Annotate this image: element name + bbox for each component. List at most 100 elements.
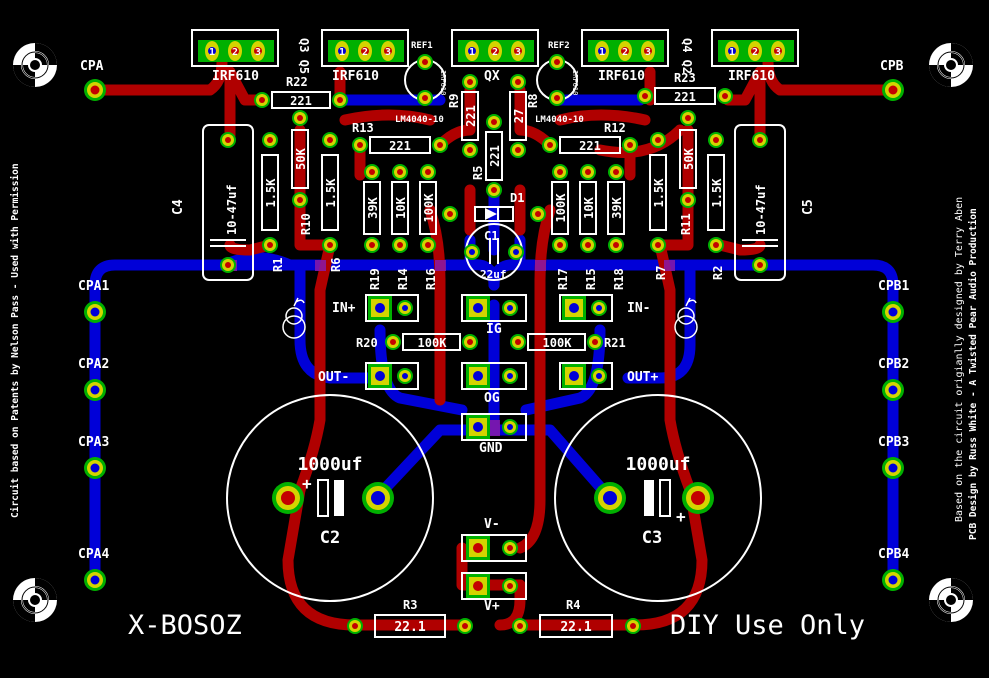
- pin-label: 2: [492, 47, 498, 58]
- lm4040-label: LM4040-10: [535, 115, 584, 125]
- r19-value: 39K: [366, 196, 380, 218]
- r8-label: R8: [526, 94, 540, 108]
- pin-label: 2: [232, 47, 238, 58]
- c3-value: 1000uf: [625, 454, 690, 475]
- r1-value: 1.5K: [264, 178, 278, 208]
- r11-value: 50K: [682, 147, 696, 169]
- horizontal-resistors: 221 R22 221 R23 221 R13 221 R12 100K R20…: [254, 71, 733, 638]
- r6-value: 1.5K: [324, 178, 338, 208]
- vertical-resistors: 1.5K R1 50K R10 1.5K R6 39K R19 10K R14 …: [261, 74, 725, 290]
- qx-label: QX: [484, 69, 500, 84]
- mounting-hole-bottom-left: [12, 577, 58, 623]
- r16-label: R16: [424, 268, 438, 290]
- power-connectors: CPA CPB CPA1 CPA2 CPA3 CPA4 CPB1 CPB2 CP…: [78, 59, 909, 591]
- c2-label: C2: [320, 528, 340, 548]
- pin-label: 1: [599, 47, 605, 58]
- r10-label: R10: [299, 213, 313, 235]
- pin-label: 3: [255, 47, 261, 58]
- v-minus-label: V-: [484, 517, 500, 532]
- out-minus-label: OUT-: [318, 370, 349, 385]
- c5-value: 10-47uf: [754, 184, 768, 235]
- c1-value: 22uf: [480, 268, 507, 281]
- ref-part-label: IRF610: [439, 70, 447, 95]
- cpa1-label: CPA1: [78, 279, 109, 294]
- c4-value: 10-47uf: [225, 184, 239, 235]
- c1-label: C1: [484, 229, 498, 243]
- pin-label: 2: [362, 47, 368, 58]
- r22-value: 221: [290, 94, 312, 108]
- r4-label: R4: [566, 598, 580, 612]
- transistor-part-label: IRF610: [728, 69, 775, 84]
- r9-value: 221: [464, 105, 478, 127]
- cpa2-label: CPA2: [78, 357, 109, 372]
- pin-label: 3: [645, 47, 651, 58]
- q3-q5-label: Q3 Q5: [297, 38, 311, 74]
- r6-label: R6: [329, 258, 343, 272]
- cpa4-label: CPA4: [78, 547, 109, 562]
- cpb4-label: CPB4: [878, 547, 909, 562]
- pin-label: 1: [729, 47, 735, 58]
- credit-right-1: Based on the circuit origianlly designed…: [954, 197, 965, 522]
- credit-left: Circuit based on Patents by Nelson Pass …: [10, 163, 21, 518]
- input-capacitors: 10-47uf 10-47uf C4 C5: [171, 124, 816, 281]
- transistor-part-label: IRF610: [332, 69, 379, 84]
- cpb3-label: CPB3: [878, 435, 909, 450]
- c3-plus: +: [676, 507, 686, 526]
- r21-value: 100K: [543, 336, 573, 350]
- r17-value: 100K: [554, 193, 568, 223]
- r4-value: 22.1: [560, 620, 591, 635]
- pin-label: 2: [752, 47, 758, 58]
- transistor-part-label: IRF610: [212, 69, 259, 84]
- r12-label: R12: [604, 121, 626, 135]
- r22-label: R22: [286, 75, 308, 89]
- lm4040-label: LM4040-10: [395, 115, 444, 125]
- pin-label: 1: [339, 47, 345, 58]
- in-minus-label: IN-: [627, 301, 650, 316]
- r18-value: 39K: [610, 196, 624, 218]
- r7-value: 1.5K: [652, 178, 666, 208]
- pin-label: 1: [469, 47, 475, 58]
- r14-value: 10K: [394, 196, 408, 218]
- r19-label: R19: [368, 268, 382, 290]
- mounting-hole-bottom-right: [928, 577, 974, 623]
- reservoir-capacitors: + + 1000uf 1000uf C2 C3: [226, 394, 762, 602]
- r21-label: R21: [604, 336, 626, 350]
- transistor-headers: 1 2 3 1 2 3 1 2 3 1 2 3 1 2 3 IRF610 IRF…: [191, 29, 799, 84]
- cpb1-label: CPB1: [878, 279, 909, 294]
- r5-value: 221: [488, 145, 502, 167]
- c3-label: C3: [642, 528, 662, 548]
- c2-value: 1000uf: [297, 454, 362, 475]
- r17-label: R17: [556, 268, 570, 290]
- mounting-hole-top-left: [12, 42, 58, 88]
- d1-c1-group: D1 C1 22uf: [442, 191, 546, 281]
- r20-value: 100K: [418, 336, 448, 350]
- cpb2-label: CPB2: [878, 357, 909, 372]
- pin-label: 3: [515, 47, 521, 58]
- r12-value: 221: [579, 139, 601, 153]
- r3-value: 22.1: [394, 620, 425, 635]
- ref1-label: REF1: [411, 41, 433, 51]
- r2-value: 1.5K: [710, 178, 724, 208]
- r5-label: R5: [471, 166, 485, 180]
- gnd-label: GND: [479, 441, 503, 456]
- signal-headers: IN+ IN- IG OUT- OUT+ OG GND V- V+: [318, 294, 658, 614]
- r2-label: R2: [711, 266, 725, 280]
- d1-label: D1: [510, 191, 524, 205]
- q4-q2-label: Q4 Q2: [680, 38, 694, 74]
- r1-label: R1: [271, 258, 285, 272]
- cpb-label: CPB: [880, 59, 904, 74]
- c5-label: C5: [801, 199, 816, 215]
- pin-label: 3: [385, 47, 391, 58]
- transistor-part-label: IRF610: [598, 69, 645, 84]
- board-notice: DIY Use Only: [670, 610, 865, 641]
- out-plus-label: OUT+: [627, 370, 658, 385]
- pin-label: 3: [775, 47, 781, 58]
- r23-label: R23: [674, 71, 696, 85]
- r8-value: 27: [512, 109, 526, 123]
- c4-label: C4: [171, 199, 186, 215]
- ig-label: IG: [486, 322, 502, 337]
- voltage-references: REF1 REF2 LM4040-10 LM4040-10 IRF610 IRF…: [395, 41, 584, 125]
- r3-label: R3: [403, 598, 417, 612]
- pin-label: 1: [209, 47, 215, 58]
